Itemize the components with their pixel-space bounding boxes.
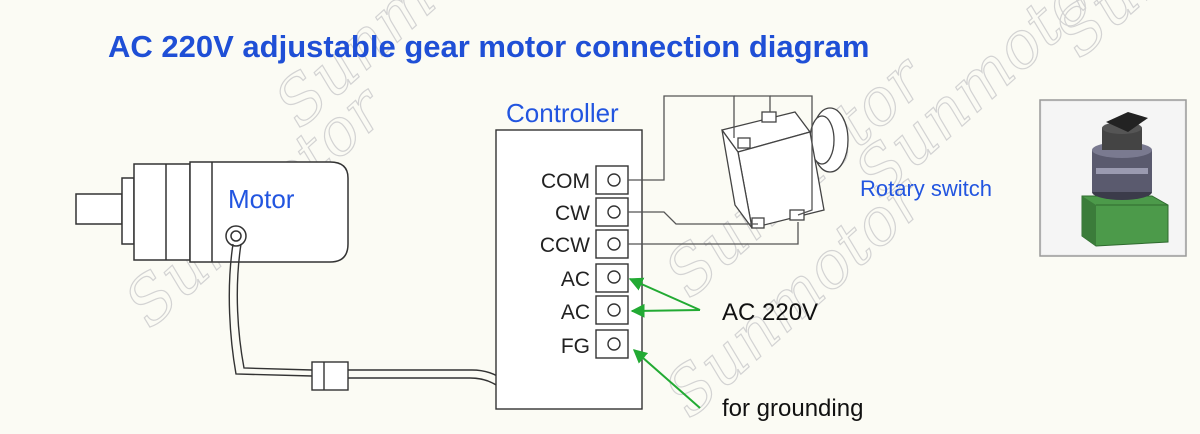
controller-label: Controller (506, 98, 619, 128)
ground-arrow (632, 349, 701, 409)
watermark: Sunmotor (1041, 0, 1200, 72)
terminal-label: AC (561, 301, 590, 324)
switch-wiring (628, 95, 813, 245)
rotary-switch-label: Rotary switch (860, 176, 992, 201)
rotary-switch-photo (1039, 99, 1187, 257)
motor-label: Motor (228, 184, 295, 214)
terminal-labels: COM CW CCW AC AC FG (540, 170, 590, 358)
ac-supply-label: AC 220V (722, 299, 818, 326)
controller-box (495, 129, 643, 410)
motor-cable (228, 243, 523, 407)
motor-drawing (75, 161, 349, 263)
rotary-switch-drawing (720, 107, 849, 229)
terminal-label: FG (561, 335, 590, 358)
ac-arrows (628, 277, 701, 318)
terminal-label: AC (561, 268, 590, 291)
grounding-label: for grounding (722, 395, 863, 422)
terminal-label: CCW (540, 234, 590, 257)
terminal-label: COM (541, 170, 590, 193)
diagram-title: AC 220V adjustable gear motor connection… (108, 29, 869, 64)
terminal-label: CW (555, 202, 590, 225)
